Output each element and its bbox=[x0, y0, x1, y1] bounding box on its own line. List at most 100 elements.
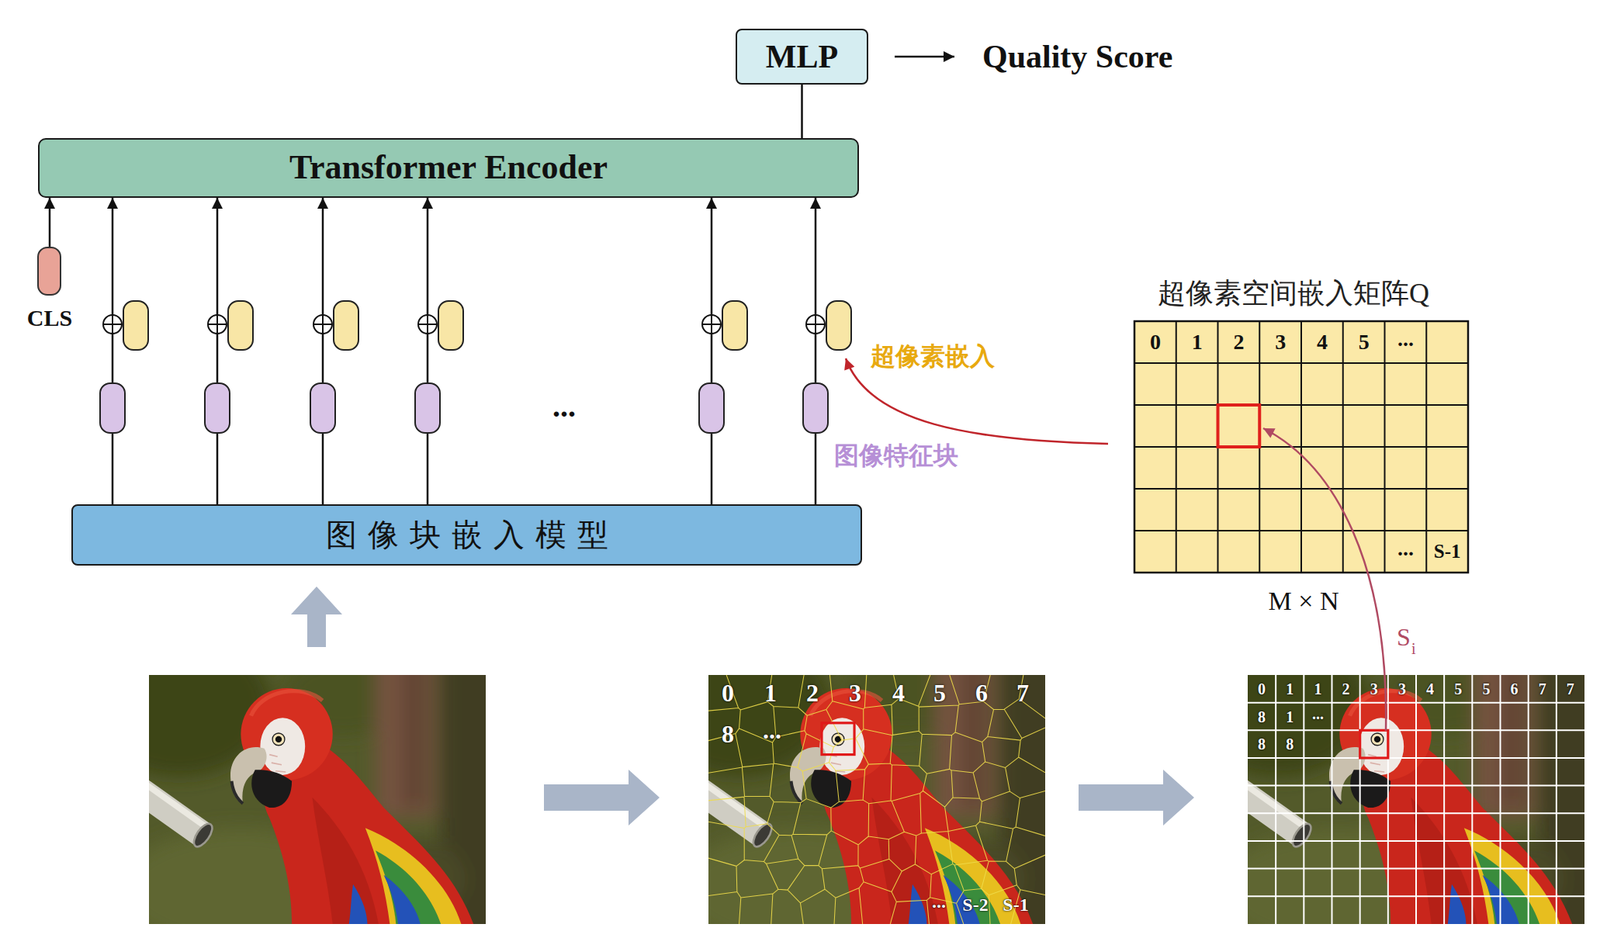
annotation-label: 6 bbox=[1510, 680, 1519, 698]
patch-grid bbox=[1247, 812, 1585, 814]
annotation-label: 7 bbox=[1538, 680, 1547, 698]
matrix-grid bbox=[1134, 321, 1469, 573]
annotation-label: 4 bbox=[1316, 330, 1328, 355]
patch-grid bbox=[1331, 675, 1334, 925]
feature-token bbox=[699, 383, 724, 433]
grid-photo bbox=[1186, 633, 1600, 931]
add-symbol bbox=[207, 315, 227, 334]
patch-grid bbox=[1387, 675, 1389, 925]
embedding-model-box: 图像块嵌入模型 bbox=[71, 504, 863, 566]
annotation-label: 5 bbox=[933, 679, 946, 707]
annotation-label: 7 bbox=[1016, 679, 1029, 707]
patch-grid bbox=[1302, 675, 1305, 925]
node-label: MLP bbox=[765, 38, 839, 76]
lookup-arrow bbox=[845, 358, 1109, 444]
add-symbol bbox=[313, 315, 333, 334]
highlight-cell bbox=[1218, 405, 1261, 447]
connector bbox=[111, 197, 115, 505]
annotation-label: S-1 bbox=[1433, 540, 1462, 563]
annotation-label: S-2 bbox=[962, 894, 988, 915]
patch-grid bbox=[1274, 675, 1277, 925]
matrix-grid bbox=[1134, 529, 1469, 532]
annotation-label: 6 bbox=[975, 679, 988, 707]
connector bbox=[216, 197, 219, 505]
annotation-label: ... bbox=[1312, 705, 1324, 723]
annotation-label: Quality Score bbox=[982, 38, 1173, 75]
feature-token bbox=[100, 383, 125, 433]
flow-arrow bbox=[290, 586, 343, 648]
connector bbox=[48, 197, 52, 247]
superpixel-token bbox=[438, 301, 464, 350]
annotation-label: S bbox=[1396, 623, 1411, 652]
annotation-label: 8 bbox=[1285, 735, 1294, 753]
encoder-box: Transformer Encoder bbox=[38, 138, 859, 198]
embedding-matrix bbox=[1134, 321, 1469, 573]
add-symbol bbox=[207, 315, 227, 334]
token-columns bbox=[100, 301, 852, 433]
connector bbox=[800, 84, 804, 139]
annotation-label: 3 bbox=[848, 679, 862, 707]
highlight-square bbox=[821, 723, 855, 755]
annotation-label: 8 bbox=[1257, 735, 1266, 753]
patch-grid bbox=[1247, 757, 1585, 759]
input-photo bbox=[87, 633, 512, 931]
token-column bbox=[100, 301, 149, 433]
annotation-label: 0 bbox=[1149, 330, 1161, 355]
annotation-label: M × N bbox=[1268, 586, 1340, 616]
connector bbox=[322, 197, 325, 505]
patch-grid bbox=[1247, 702, 1585, 704]
add-symbol bbox=[702, 315, 721, 334]
matrix-grid bbox=[1134, 488, 1469, 490]
annotation-label: 2 bbox=[806, 679, 819, 707]
annotation-label: i bbox=[1411, 640, 1417, 658]
superpixel-borders bbox=[708, 675, 1046, 925]
annotation-label: 5 bbox=[1358, 330, 1370, 355]
annotation-label: ... bbox=[1397, 327, 1414, 352]
token-column bbox=[699, 301, 748, 433]
patch-grid bbox=[1527, 675, 1530, 925]
patch-grid bbox=[1247, 895, 1585, 897]
feature-token bbox=[204, 383, 230, 433]
annotation-label: S-1 bbox=[1002, 894, 1029, 915]
connector bbox=[426, 197, 430, 505]
feature-token bbox=[803, 383, 828, 433]
annotation-label: 1 bbox=[1285, 708, 1294, 726]
superpixel-token bbox=[826, 301, 852, 350]
matrix-grid bbox=[1134, 404, 1469, 406]
matrix-grid bbox=[1134, 446, 1469, 448]
flow-arrow bbox=[543, 769, 660, 826]
patch-grid bbox=[1247, 868, 1585, 870]
flow-arrow bbox=[290, 586, 1195, 826]
superpixel-token bbox=[722, 301, 748, 350]
annotation-label: 图像特征块 bbox=[834, 442, 959, 470]
annotation-label: ... bbox=[931, 891, 946, 912]
connector bbox=[710, 197, 714, 505]
annotation-label: 1 bbox=[1191, 330, 1203, 355]
annotation-label: 0 bbox=[1257, 680, 1266, 698]
patch-grid bbox=[1415, 675, 1417, 925]
connector bbox=[814, 197, 818, 505]
add-symbol bbox=[313, 315, 333, 334]
superpixel-token bbox=[228, 301, 253, 350]
patch-grid bbox=[1247, 840, 1585, 842]
annotation-label: 3 bbox=[1274, 330, 1286, 355]
annotation-label: 超像素嵌入 bbox=[870, 342, 995, 371]
superpixel-photo bbox=[647, 633, 1071, 931]
annotation-label: ... bbox=[1397, 536, 1414, 562]
input-photo bbox=[87, 633, 512, 931]
index-arrow bbox=[1263, 428, 1386, 731]
matrix-grid bbox=[1134, 362, 1469, 364]
patch-grid bbox=[1555, 675, 1558, 925]
superpixel-photo bbox=[647, 633, 1071, 931]
annotation-label: 3 bbox=[1398, 680, 1407, 698]
annotation-label: 8 bbox=[1257, 708, 1266, 726]
cls-token: CLS bbox=[25, 246, 74, 333]
add-symbol bbox=[103, 315, 122, 334]
feature-token bbox=[415, 383, 440, 433]
add-symbol bbox=[418, 315, 437, 334]
patch-grid bbox=[1443, 675, 1445, 925]
annotation-label: 8 bbox=[721, 720, 735, 749]
add-symbol bbox=[702, 315, 721, 334]
patch-grid bbox=[1471, 675, 1473, 925]
